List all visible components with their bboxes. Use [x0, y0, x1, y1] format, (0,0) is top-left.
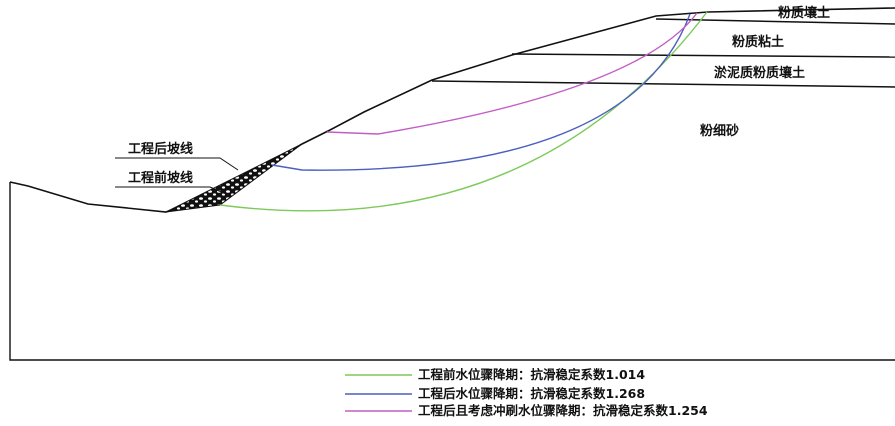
legend-label-after-scour: 工程后且考虑冲刷水位骤降期：抗滑稳定系数1.254 — [418, 403, 708, 418]
slip-surface-after-scour — [326, 12, 698, 135]
slope-protection-riprap — [165, 143, 303, 213]
layer-label-fine-sand: 粉细砂 — [700, 123, 739, 139]
slip-surface-before-project — [219, 11, 708, 212]
layer-label-silty-loam: 粉质壤土 — [778, 5, 830, 21]
before-slope-label: 工程前坡线 — [128, 170, 193, 186]
ground-surface-line — [9, 7, 895, 213]
legend-label-after: 工程后水位骤降期：抗滑稳定系数1.268 — [418, 386, 645, 401]
legend-label-before: 工程前水位骤降期：抗滑稳定系数1.014 — [418, 367, 645, 382]
slip-surface-after-project — [271, 13, 691, 171]
legend: 工程前水位骤降期：抗滑稳定系数1.014 工程后水位骤降期：抗滑稳定系数1.26… — [345, 367, 708, 418]
before-slope-leader — [115, 186, 227, 195]
after-slope-label: 工程后坡线 — [128, 141, 193, 157]
layer-label-silty-clay: 粉质粘土 — [732, 34, 784, 50]
after-slope-leader — [115, 157, 239, 171]
layer-boundary-1 — [655, 18, 895, 25]
layer-boundary-2 — [511, 53, 895, 58]
section-boundary-line — [9, 182, 895, 361]
layer-boundary-3 — [431, 80, 895, 88]
layer-label-muddy-silty-loam: 淤泥质粉质壤土 — [714, 65, 805, 81]
